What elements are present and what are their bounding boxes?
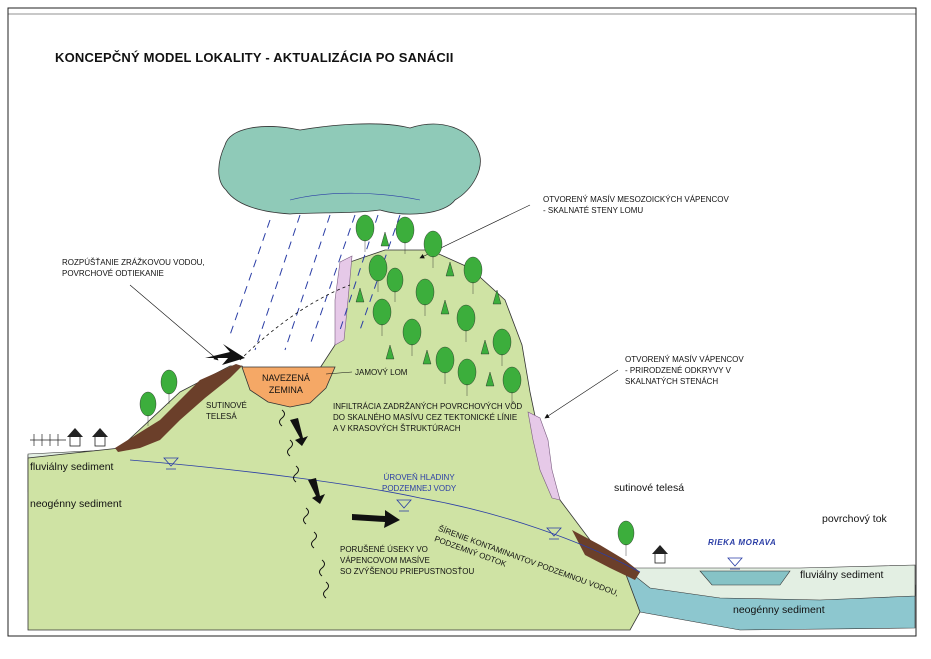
tree (372, 298, 392, 336)
tree (139, 391, 157, 426)
label-surface-flow: povrchový tok (822, 513, 887, 525)
tree (617, 520, 635, 556)
limestone-wall-right (527, 411, 561, 501)
cloud-line (289, 192, 421, 201)
tree (402, 318, 422, 356)
label-scree-right: sutinové telesá (614, 482, 685, 494)
label-neogene-left: neogénny sediment (30, 498, 122, 510)
scree-left (115, 364, 242, 452)
label-disturbed-sections: PORUŠENÉ ÚSEKY VO VÁPENCOVOM MASÍVE SO Z… (340, 545, 475, 576)
label-pit-quarry: JAMOVÝ LOM (355, 368, 408, 377)
label-river-morava: RIEKA MORAVA (708, 538, 777, 547)
label-limestone-outcrops: OTVORENÝ MASÍV VÁPENCOV - PRIRODZENÉ ODK… (625, 355, 744, 386)
tree (355, 214, 375, 252)
groundwater-line (129, 459, 641, 573)
trees (139, 214, 635, 556)
squiggles (279, 409, 329, 599)
runoff-path (239, 284, 351, 361)
label-infiltration: INFILTRÁCIA ZADRŽANÝCH POVRCHOVÝCH VÔD D… (333, 402, 523, 433)
label-groundwater-level: ÚROVEŇ HLADINY PODZEMNEJ VODY (382, 473, 457, 493)
river-water (699, 570, 791, 586)
diagram-title: KONCEPČNÝ MODEL LOKALITY - AKTUALIZÁCIA … (55, 50, 454, 65)
page-border (7, 7, 917, 637)
house-right (652, 545, 668, 564)
tree (395, 216, 415, 254)
tree (502, 366, 522, 404)
groundwater-symbols (163, 457, 743, 570)
fill-soil (241, 366, 336, 408)
label-fill-soil: NAVEZENÁ ZEMINA (262, 373, 310, 396)
label-neogene-right: neogénny sediment (733, 604, 825, 616)
label-rain-runoff: ROZPÚŠŤANIE ZRÁŽKOVOU VODOU, POVRCHOVÉ O… (62, 258, 205, 278)
label-mesozoic-limestone: OTVORENÝ MASÍV MESOZOICKÝCH VÁPENCOV - S… (543, 195, 729, 215)
tree (386, 267, 404, 302)
fence-left (30, 434, 66, 446)
cloud (218, 123, 481, 215)
tree (457, 358, 477, 396)
houses-left (67, 428, 108, 447)
label-fluvial-right: fluviálny sediment (800, 569, 884, 581)
tree (160, 369, 178, 404)
flow-arrows (205, 344, 400, 528)
tree (368, 254, 388, 292)
tree (463, 256, 483, 294)
tree (492, 328, 512, 366)
tree (423, 230, 443, 268)
limestone-wall-quarry (334, 255, 353, 346)
label-scree-left: SUTINOVÉ TELESÁ (206, 401, 247, 421)
tree (456, 304, 476, 342)
label-fluvial-left: fluviálny sediment (30, 461, 114, 473)
tree (435, 346, 455, 384)
tree (415, 278, 435, 316)
